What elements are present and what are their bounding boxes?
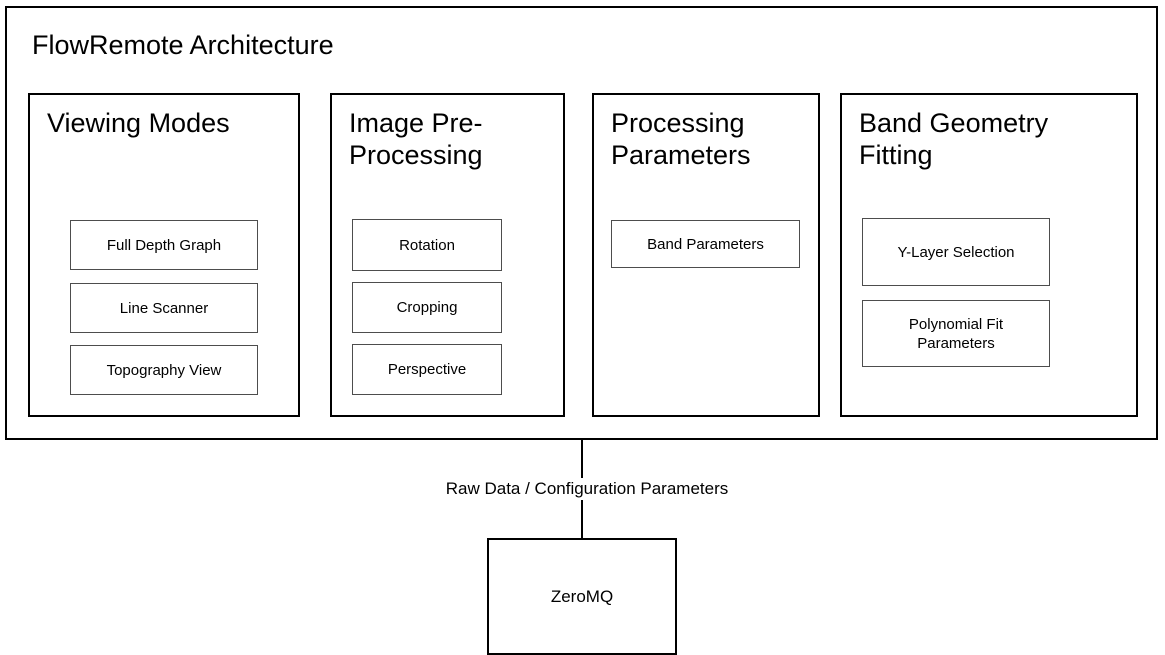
connector-line-lower	[581, 500, 583, 539]
item-label: Polynomial Fit Parameters	[908, 315, 1004, 352]
item-line-scanner[interactable]: Line Scanner	[70, 283, 258, 333]
panel-title-viewing-modes: Viewing Modes	[47, 108, 230, 138]
item-y-layer-selection[interactable]: Y-Layer Selection	[862, 218, 1050, 286]
item-label: Band Parameters	[647, 235, 764, 253]
connector-line-upper	[581, 440, 583, 482]
panel-title-processing-parameters: Processing Parameters	[611, 108, 751, 170]
item-label: Full Depth Graph	[106, 236, 222, 254]
connector-label: Raw Data / Configuration Parameters	[400, 478, 774, 499]
node-label: ZeroMQ	[550, 587, 614, 606]
item-label: Perspective	[387, 361, 467, 378]
item-cropping[interactable]: Cropping	[352, 282, 502, 333]
item-perspective[interactable]: Perspective	[352, 344, 502, 395]
item-full-depth-graph[interactable]: Full Depth Graph	[70, 220, 258, 270]
item-band-parameters[interactable]: Band Parameters	[611, 220, 800, 268]
page-title: FlowRemote Architecture	[32, 30, 334, 60]
panel-title-image-pre-processing: Image Pre-Processing	[349, 108, 483, 170]
node-zeromq[interactable]: ZeroMQ	[487, 538, 677, 655]
item-label: Cropping	[396, 299, 458, 316]
item-label: Topography View	[106, 361, 222, 379]
panel-title-band-geometry-fitting: Band Geometry Fitting	[859, 108, 1049, 170]
item-label: Line Scanner	[119, 299, 209, 317]
item-polynomial-fit-parameters[interactable]: Polynomial Fit Parameters	[862, 300, 1050, 367]
item-label: Y-Layer Selection	[897, 243, 1015, 261]
item-topography-view[interactable]: Topography View	[70, 345, 258, 395]
item-rotation[interactable]: Rotation	[352, 219, 502, 271]
item-label: Rotation	[399, 236, 455, 254]
